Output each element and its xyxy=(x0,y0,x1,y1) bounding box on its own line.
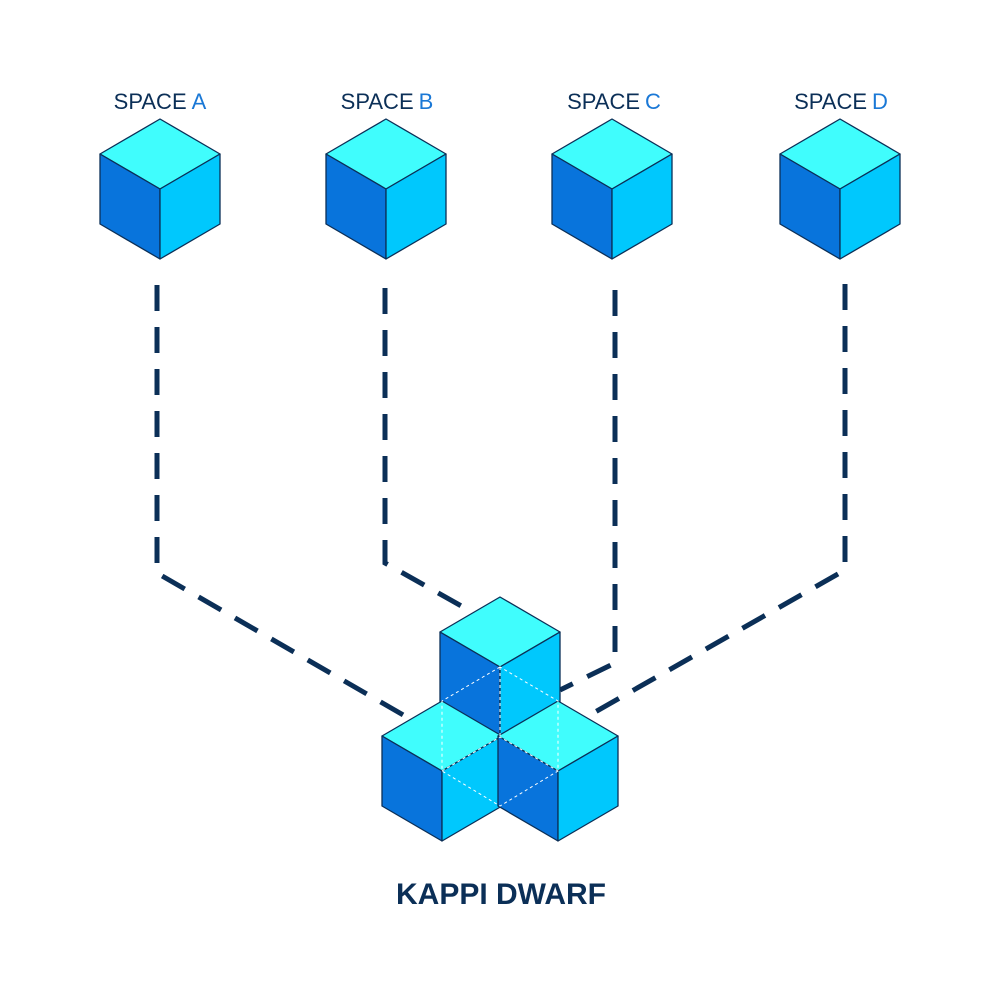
cube-icon xyxy=(99,118,221,260)
space-label-letter: C xyxy=(645,89,661,114)
connector-space-c xyxy=(558,290,618,693)
space-label-prefix: SPACE xyxy=(341,89,414,114)
space-cubes xyxy=(99,118,901,260)
hub-label: KAPPI DWARF xyxy=(396,878,606,911)
connector-space-b xyxy=(382,288,474,615)
space-label-letter: A xyxy=(192,89,207,114)
connector-space-d xyxy=(586,284,848,719)
space-label-letter: B xyxy=(419,89,434,114)
hidden-edges xyxy=(441,666,559,807)
space-label-letter: D xyxy=(872,89,888,114)
space-label-prefix: SPACE xyxy=(114,89,187,114)
cube-icon xyxy=(779,118,901,260)
space-label-prefix: SPACE xyxy=(567,89,640,114)
space-label-prefix: SPACE xyxy=(794,89,867,114)
connectors xyxy=(154,284,848,719)
cube-icon xyxy=(551,118,673,260)
connector-space-a xyxy=(154,285,407,719)
hub-cube-cluster xyxy=(381,596,619,842)
cube-icon xyxy=(325,118,447,260)
